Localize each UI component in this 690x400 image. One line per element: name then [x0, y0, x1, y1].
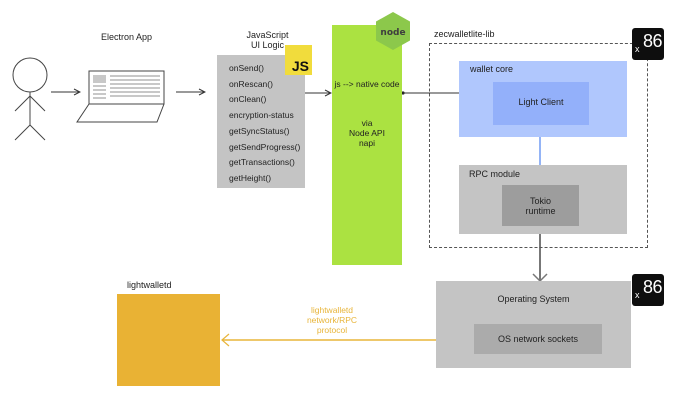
x86-badge-icon: x 86: [632, 274, 664, 306]
javascript-logo-icon: JS: [285, 45, 312, 75]
x86-number: 86: [642, 277, 663, 297]
napi-via-line: Node API: [349, 128, 385, 138]
tokio-line: Tokio: [529, 196, 551, 206]
light-client-box: [493, 82, 589, 125]
os-network-sockets-label: OS network sockets: [497, 334, 579, 344]
napi-via-line: via: [361, 118, 373, 128]
js-function-item: encryption-status: [229, 110, 294, 121]
napi-description: via Node API napi: [332, 118, 402, 148]
js-function-item: getSendProgress(): [229, 141, 301, 152]
js-function-item: onClean(): [229, 94, 267, 105]
laptop-icon: [76, 70, 165, 123]
user-figure-icon: [12, 57, 48, 141]
x86-prefix: x: [635, 290, 640, 300]
tokio-runtime-box: [502, 185, 579, 226]
os-network-sockets-box: [474, 324, 602, 354]
x86-badge-icon: x 86: [632, 28, 664, 60]
protocol-label: lightwalletd network/RPC protocol: [292, 305, 372, 335]
js-logic-title-line1: JavaScript: [246, 30, 289, 40]
js-function-item: onSend(): [229, 63, 264, 73]
js-function-item: getTransactions(): [229, 157, 295, 168]
js-function-item: getHeight(): [229, 172, 272, 183]
svg-text:node: node: [380, 28, 405, 38]
x86-prefix: x: [635, 44, 640, 54]
js-logic-title-line2: UI Logic: [250, 40, 285, 50]
tokio-line: runtime: [525, 206, 556, 216]
tokio-runtime-label: Tokio runtime: [502, 196, 579, 216]
electron-app-label: Electron App: [101, 32, 153, 42]
zecwalletlite-lib-container: [429, 43, 648, 248]
wallet-core-label: wallet core: [470, 64, 514, 74]
nodejs-logo-icon: node: [376, 12, 410, 50]
js-logic-box: [217, 55, 305, 188]
lightwalletd-label: lightwalletd: [127, 280, 172, 290]
js-function-item: onRescan(): [229, 78, 273, 89]
js-function-list: onSend() onRescan() onClean() encryption…: [229, 61, 300, 187]
js-logic-title: JavaScript UI Logic: [225, 30, 310, 50]
js-function-item: getSyncStatus(): [229, 125, 290, 136]
protocol-line: protocol: [316, 325, 348, 335]
napi-box: [332, 25, 402, 265]
x86-number: 86: [642, 31, 663, 51]
lightwalletd-box: [117, 294, 220, 386]
napi-via-line: napi: [358, 138, 376, 148]
javascript-logo-text: JS: [291, 58, 309, 74]
protocol-line: lightwalletd: [310, 305, 354, 315]
napi-title: js --> native code: [334, 79, 400, 89]
operating-system-label: Operating System: [497, 294, 570, 304]
rpc-module-label: RPC module: [469, 169, 521, 179]
protocol-line: network/RPC: [306, 315, 358, 325]
light-client-label: Light Client: [518, 97, 564, 107]
lib-title: zecwalletlite-lib: [434, 29, 495, 39]
